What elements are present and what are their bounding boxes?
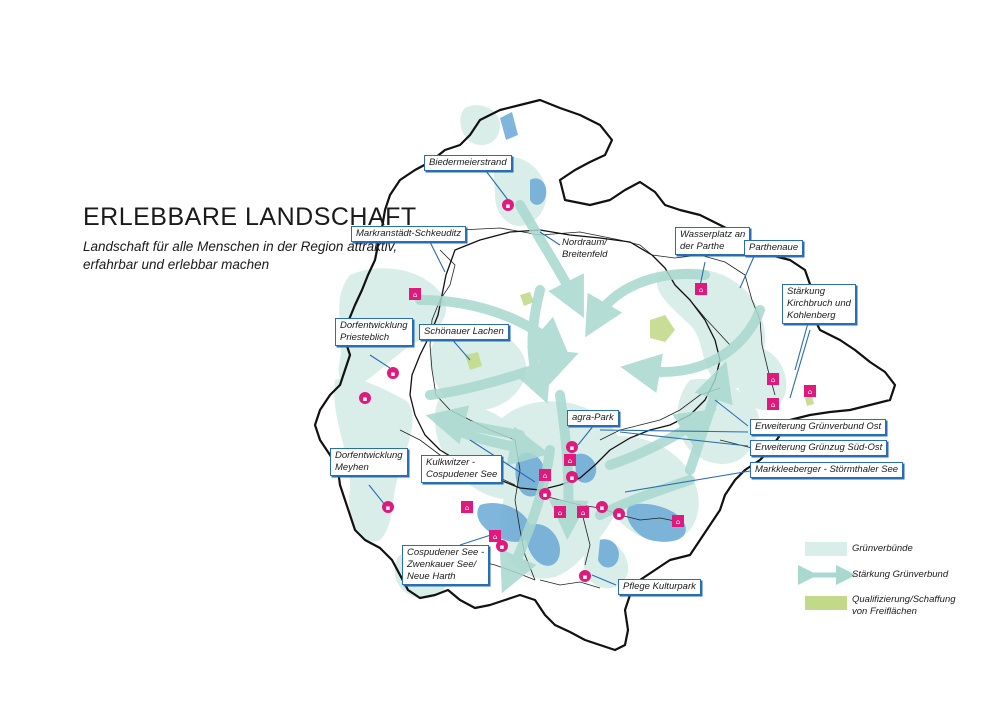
marker-agra: ▪ bbox=[566, 441, 578, 453]
marker-agra-2: ⌂ bbox=[564, 454, 576, 466]
svg-text:▪: ▪ bbox=[583, 573, 588, 581]
label-parthenaue: Parthenaue bbox=[744, 240, 804, 256]
svg-text:▪: ▪ bbox=[617, 511, 622, 519]
marker-center-3: ▪ bbox=[539, 488, 551, 500]
svg-text:⌂: ⌂ bbox=[808, 388, 812, 396]
label-dorf-meyhen: Dorfentwicklung Meyhen bbox=[330, 448, 408, 476]
label-staerkung-kirchbruch: Stärkung Kirchbruch und Kohlenberg bbox=[782, 284, 856, 324]
marker-center-1: ⌂ bbox=[539, 469, 551, 481]
svg-text:⌂: ⌂ bbox=[771, 401, 775, 409]
city-boundary bbox=[409, 229, 721, 491]
marker-center-4: ⌂ bbox=[554, 506, 566, 518]
label-nordraum: Nordraum/ Breitenfeld bbox=[562, 237, 608, 260]
poi-markers: ▪ ⌂ ▪ ▪ ▪ ⌂ ⌂ ⌂ ⌂ ▪ ⌂ ⌂ ▪ ▪ ⌂ ⌂ ⌂ ▪ ▪ ⌂ … bbox=[359, 199, 816, 582]
svg-text:▪: ▪ bbox=[570, 474, 575, 482]
svg-text:⌂: ⌂ bbox=[676, 518, 680, 526]
marker-center-6: ▪ bbox=[596, 501, 608, 513]
subtitle-line-2: erfahrbar und erlebbar machen bbox=[83, 257, 270, 272]
svg-text:▪: ▪ bbox=[600, 504, 605, 512]
subtitle-line-1: Landschaft für alle Menschen in der Regi… bbox=[83, 239, 398, 254]
legend-staerkung: Stärkung Grünverbund bbox=[852, 569, 949, 580]
marker-kirchbruch-2: ⌂ bbox=[804, 385, 816, 397]
label-cospudener-see: Cospudener See - Zwenkauer See/ Neue Har… bbox=[402, 545, 490, 585]
label-markranstaedt: Markranstädt-Schkeuditz bbox=[351, 226, 467, 242]
svg-text:▪: ▪ bbox=[506, 202, 511, 210]
marker-kulkwitz: ⌂ bbox=[461, 501, 473, 513]
svg-text:⌂: ⌂ bbox=[699, 286, 703, 294]
marker-priesteblich: ▪ bbox=[387, 367, 399, 379]
marker-markranstaedt: ⌂ bbox=[409, 288, 421, 300]
svg-text:⌂: ⌂ bbox=[543, 472, 547, 480]
label-kulkwitzer-see: Kulkwitzer - Cospudener See bbox=[421, 455, 503, 483]
legend-swatch-open-space bbox=[805, 596, 847, 610]
marker-center-5: ⌂ bbox=[577, 506, 589, 518]
legend-swatch-green-network bbox=[805, 542, 847, 556]
marker-meyhen: ▪ bbox=[382, 501, 394, 513]
marker-stoermthal: ⌂ bbox=[672, 515, 684, 527]
legend-gruenverbuende: Grünverbünde bbox=[852, 543, 913, 554]
marker-cospuden-1: ⌂ bbox=[489, 530, 501, 542]
svg-text:⌂: ⌂ bbox=[493, 533, 497, 541]
marker-wasserplatz: ⌂ bbox=[695, 283, 707, 295]
svg-text:⌂: ⌂ bbox=[771, 376, 775, 384]
label-agra-park: agra-Park bbox=[567, 410, 619, 426]
leader-lines bbox=[368, 166, 811, 586]
svg-text:⌂: ⌂ bbox=[465, 504, 469, 512]
svg-text:⌂: ⌂ bbox=[581, 509, 585, 517]
svg-text:▪: ▪ bbox=[363, 395, 368, 403]
legend-qualifizierung: Qualifizierung/Schaffung von Freiflächen bbox=[852, 594, 956, 617]
svg-text:▪: ▪ bbox=[386, 504, 391, 512]
svg-text:⌂: ⌂ bbox=[558, 509, 562, 517]
marker-center-2: ▪ bbox=[566, 471, 578, 483]
label-schoenauer-lachen: Schönauer Lachen bbox=[419, 324, 509, 340]
open-space-areas bbox=[465, 292, 814, 406]
region-boundary bbox=[313, 98, 897, 652]
svg-text:▪: ▪ bbox=[570, 444, 575, 452]
label-wasserplatz: Wasserplatz an der Parthe bbox=[675, 227, 751, 255]
svg-text:▪: ▪ bbox=[500, 543, 505, 551]
marker-kirchbruch-1: ⌂ bbox=[767, 373, 779, 385]
label-dorf-priesteblich: Dorfentwicklung Priesteblich bbox=[335, 318, 413, 346]
page-subtitle: Landschaft für alle Menschen in der Regi… bbox=[83, 238, 398, 274]
marker-kulturpark: ▪ bbox=[579, 570, 591, 582]
svg-text:⌂: ⌂ bbox=[568, 457, 572, 465]
svg-text:▪: ▪ bbox=[543, 491, 548, 499]
marker-kohlenberg: ⌂ bbox=[767, 398, 779, 410]
label-gruenzug-suedost: Erweiterung Grünzug Süd-Ost bbox=[750, 440, 888, 456]
label-kulturpark: Pflege Kulturpark bbox=[618, 579, 701, 595]
svg-text:▪: ▪ bbox=[391, 370, 396, 378]
label-gruenverbund-ost: Erweiterung Grünverbund Ost bbox=[750, 419, 887, 435]
svg-text:⌂: ⌂ bbox=[413, 291, 417, 299]
label-biedermeierstrand: Biedermeierstrand bbox=[424, 155, 512, 171]
label-markkleeberger-see: Markkleeberger - Störmthaler See bbox=[750, 462, 904, 478]
marker-markkleeberg: ▪ bbox=[613, 508, 625, 520]
marker-west: ▪ bbox=[359, 392, 371, 404]
marker-biedermeierstrand: ▪ bbox=[502, 199, 514, 211]
marker-cospuden-2: ▪ bbox=[496, 540, 508, 552]
